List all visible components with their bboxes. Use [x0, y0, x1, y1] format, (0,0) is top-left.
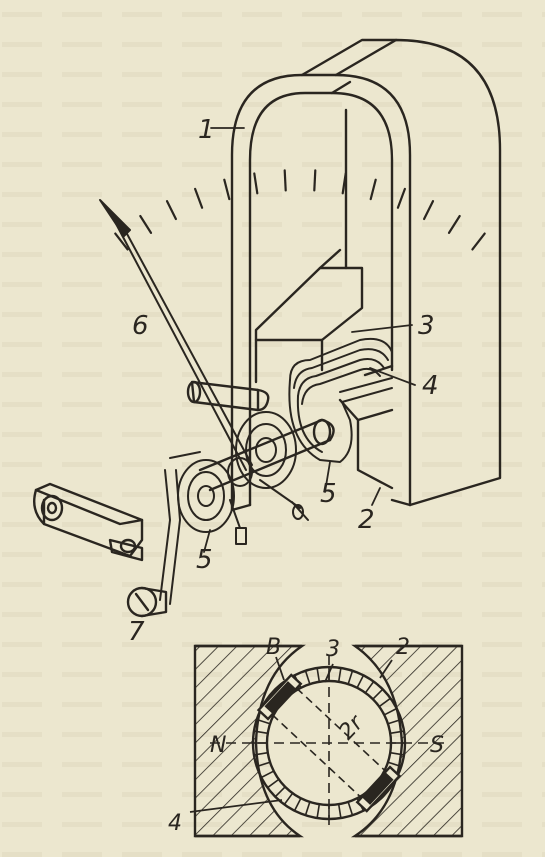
- label-adjuster: 7: [128, 617, 145, 647]
- perspective-view: [33, 38, 502, 618]
- gap-segment: [378, 697, 391, 708]
- gap-segment: [304, 670, 311, 685]
- label-coil-section: 4: [168, 811, 182, 836]
- gap-segment: [364, 681, 375, 694]
- gap-segment: [256, 761, 271, 768]
- gap-segment: [337, 667, 342, 682]
- gap-segment: [256, 718, 271, 725]
- gap-segment: [347, 801, 354, 816]
- scale-tick: [223, 178, 231, 201]
- gap-segment: [293, 797, 302, 812]
- scale-tick: [471, 232, 486, 251]
- label-pole-piece: 2: [358, 505, 375, 535]
- gap-segment: [283, 792, 294, 805]
- gap-segment: [267, 778, 280, 789]
- scale-tick: [313, 169, 317, 192]
- scale-tick: [341, 172, 347, 195]
- spindle: [198, 418, 335, 492]
- label-core-section: 3: [326, 637, 340, 662]
- label-spring-front: 5: [196, 545, 213, 575]
- label-south: S: [430, 733, 444, 758]
- gap-segment: [304, 801, 311, 816]
- scale-tick: [447, 214, 461, 234]
- scale-tick: [114, 232, 129, 251]
- gap-segment: [316, 667, 321, 682]
- gap-segment: [316, 804, 321, 819]
- top-labels: 1 3 4 6 5 2 5 7: [128, 115, 439, 647]
- pointer: [99, 199, 253, 471]
- spring-leads: [159, 451, 309, 605]
- scale-tick: [369, 178, 377, 201]
- scale-tick: [139, 214, 153, 234]
- gap-segment: [253, 751, 268, 756]
- label-magnet: 1: [198, 115, 215, 145]
- gap-segment: [390, 730, 405, 735]
- scale-ticks: [114, 169, 486, 251]
- label-gap: B: [266, 635, 281, 660]
- permanent-magnet: [230, 38, 502, 512]
- adjuster-screw: [126, 586, 168, 618]
- scale-tick: [283, 169, 287, 192]
- label-pointer: 6: [132, 311, 149, 341]
- gap-segment: [383, 707, 398, 716]
- label-core: 3: [418, 311, 435, 341]
- gap-segment: [274, 786, 286, 798]
- gap-segment: [372, 688, 384, 700]
- leader-lines: [203, 127, 416, 553]
- scale-tick: [253, 172, 259, 195]
- cross-section-view: [189, 644, 464, 838]
- moving-coil: [288, 337, 393, 463]
- label-spring-rear: 5: [320, 479, 337, 509]
- gap-segment: [390, 751, 405, 756]
- label-coil: 4: [422, 371, 439, 401]
- gap-segment: [356, 674, 365, 689]
- zero-adjust-lever: [33, 482, 144, 562]
- scale-tick: [423, 200, 435, 221]
- coil-sides: [256, 673, 402, 813]
- gap-segment: [347, 670, 354, 685]
- gap-segment: [387, 718, 402, 725]
- gap-segment: [253, 730, 268, 735]
- counterweight-arm: [186, 380, 270, 412]
- scale-tick: [194, 187, 204, 209]
- gap-segment: [387, 761, 402, 768]
- scale-tick: [396, 187, 406, 209]
- label-north: N: [210, 733, 226, 758]
- gap-segment: [337, 804, 342, 819]
- gap-segment: [260, 770, 275, 779]
- label-pole-piece-section: 2: [396, 635, 410, 660]
- scale-tick: [165, 200, 177, 221]
